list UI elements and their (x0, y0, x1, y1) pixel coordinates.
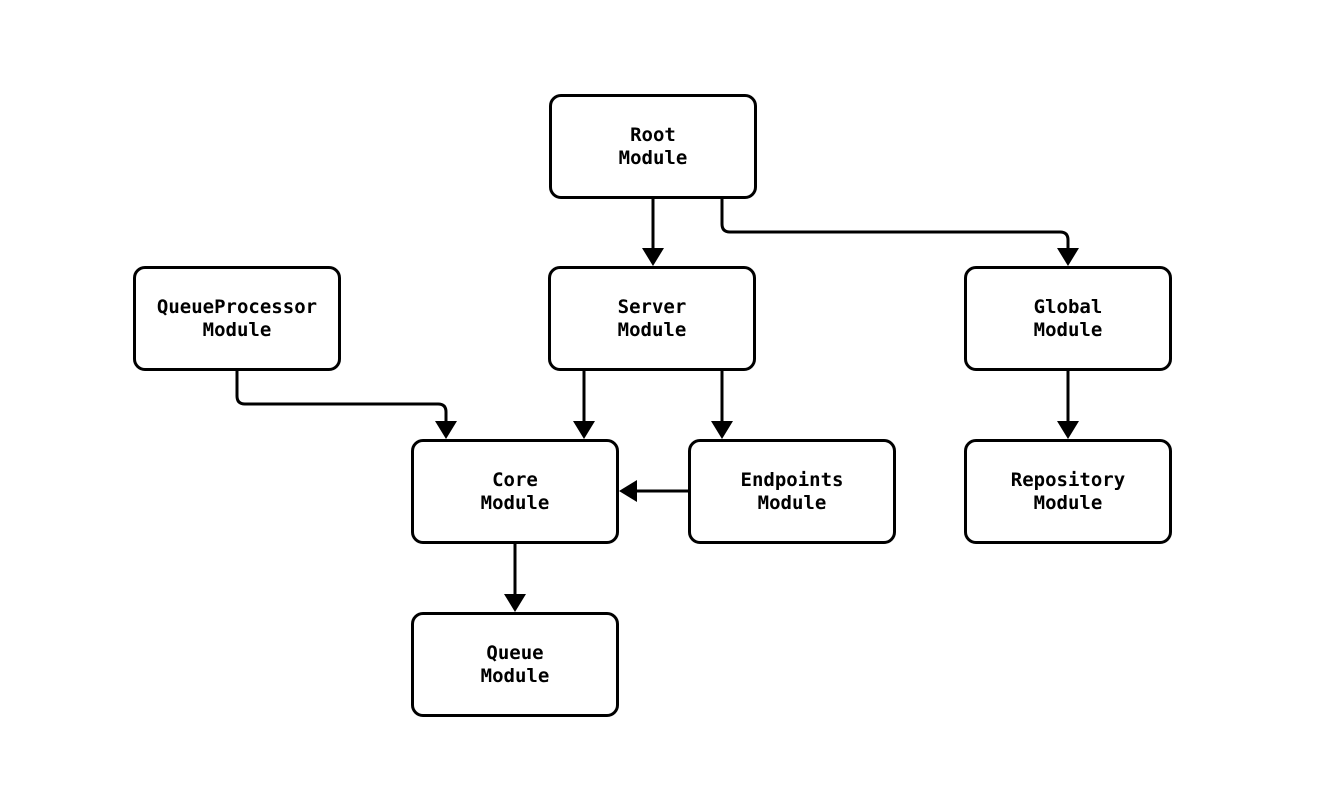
node-label: Endpoints Module (740, 468, 844, 514)
edge-queueprocessor-module-to-core-module (235, 371, 457, 439)
node-root-module: Root Module (549, 94, 757, 199)
arrowhead-icon (1057, 248, 1079, 266)
node-repository-module: Repository Module (964, 439, 1172, 544)
node-label: Queue Module (480, 641, 550, 687)
edge-global-module-to-repository-module (1057, 371, 1079, 439)
node-label: Repository Module (1010, 468, 1126, 514)
node-queue-module: Queue Module (411, 612, 619, 717)
node-server-module: Server Module (548, 266, 756, 371)
edge-line (720, 199, 1070, 249)
node-global-module: Global Module (964, 266, 1172, 371)
edge-endpoints-module-to-core-module (619, 480, 688, 502)
arrowhead-icon (1057, 421, 1079, 439)
node-label: Root Module (618, 123, 688, 169)
arrowhead-icon (711, 421, 733, 439)
edge-server-module-to-endpoints-module (711, 371, 733, 439)
edge-root-module-to-server-module (642, 199, 664, 266)
edge-root-module-to-global-module (720, 199, 1079, 266)
arrowhead-icon (642, 248, 664, 266)
edge-server-module-to-core-module (573, 371, 595, 439)
node-label: Core Module (480, 468, 550, 514)
node-queueprocessor-module: QueueProcessor Module (133, 266, 341, 371)
node-label: QueueProcessor Module (156, 295, 318, 341)
arrowhead-icon (435, 421, 457, 439)
edge-line (235, 371, 448, 422)
node-label: Server Module (617, 295, 687, 341)
arrowhead-icon (619, 480, 637, 502)
arrowhead-icon (504, 594, 526, 612)
edge-core-module-to-queue-module (504, 544, 526, 612)
node-endpoints-module: Endpoints Module (688, 439, 896, 544)
arrowhead-icon (573, 421, 595, 439)
node-label: Global Module (1033, 295, 1103, 341)
node-core-module: Core Module (411, 439, 619, 544)
